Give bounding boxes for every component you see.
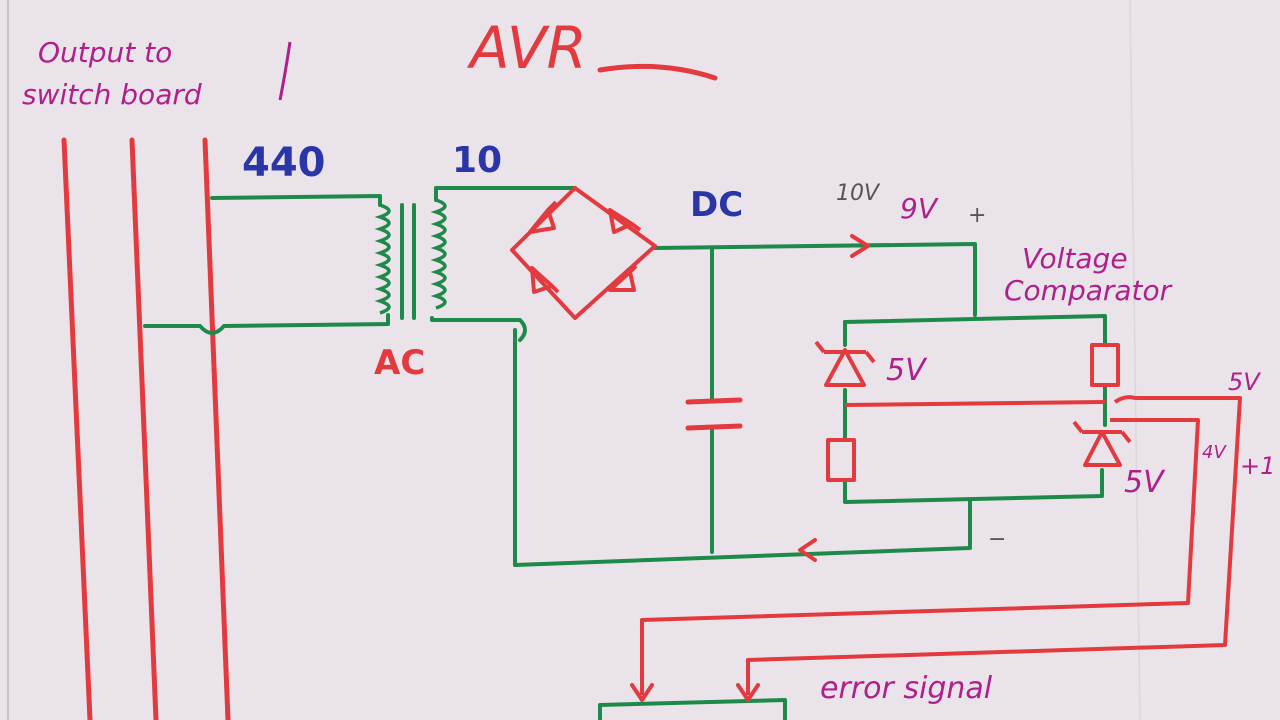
arrow-signal-2 xyxy=(736,683,760,702)
green-wiring xyxy=(143,186,1107,720)
title-underline-stroke xyxy=(597,63,718,81)
capacitor-plate-bottom xyxy=(685,423,743,431)
arrow-dc-return xyxy=(798,538,817,562)
output-note-line2: switch board xyxy=(22,78,202,111)
transformer-coils xyxy=(374,198,447,315)
primary-coil xyxy=(374,203,391,315)
resistor-left xyxy=(826,438,856,482)
plus-pencil-label: + xyxy=(968,203,986,228)
comparator-bottom-wire xyxy=(843,468,1104,504)
comparator-label-line2: Comparator xyxy=(1004,274,1173,307)
diode-3 xyxy=(530,266,560,294)
arrows xyxy=(630,234,870,702)
comparator-top-wire xyxy=(843,314,1107,347)
ten-volt-pencil-label: 10V xyxy=(836,181,881,206)
bridge-rectifier xyxy=(510,186,657,320)
secondary-voltage-label: 10 xyxy=(452,140,502,181)
comparator-label-line1: Voltage xyxy=(1022,242,1128,275)
primary-bottom-wire xyxy=(143,313,390,335)
nine-volt-label: 9V xyxy=(900,192,939,225)
zener-right-label: 5V xyxy=(1124,465,1166,500)
primary-top-wire xyxy=(210,194,382,207)
error-signal-label: error signal xyxy=(820,671,993,706)
dc-label: DC xyxy=(690,185,743,225)
title-text: AVR xyxy=(466,14,587,82)
paper-crease xyxy=(1129,0,1141,720)
arrow-signal-1 xyxy=(630,683,654,702)
right-4v-label: 4V xyxy=(1202,442,1227,463)
dc-positive-wire xyxy=(653,242,977,317)
output-note-stroke xyxy=(278,41,292,101)
signal-wire-outer xyxy=(746,395,1242,695)
zener-left-label: 5V xyxy=(886,353,928,388)
supply-lines xyxy=(61,137,231,720)
zener-left xyxy=(814,340,876,387)
signal-wire-inner xyxy=(640,418,1200,695)
diode-1 xyxy=(528,200,558,234)
ac-label: AC xyxy=(374,343,425,383)
output-note-line1: Output to xyxy=(38,36,172,69)
supply-line-3 xyxy=(202,137,231,720)
right-5v-label: 5V xyxy=(1228,368,1261,396)
diode-4 xyxy=(608,264,638,292)
supply-line-2 xyxy=(129,137,159,720)
zener-right xyxy=(1072,420,1132,467)
supply-line-1 xyxy=(61,137,93,720)
secondary-coil xyxy=(430,198,447,310)
dc-return-wire xyxy=(513,328,972,567)
resistor-right xyxy=(1090,343,1120,387)
secondary-bottom-wire xyxy=(430,316,527,342)
primary-voltage-label: 440 xyxy=(242,140,326,186)
minus-pencil-label: − xyxy=(988,527,1006,552)
capacitor-plate-top xyxy=(685,397,743,405)
comparator-mid-link xyxy=(844,400,1106,407)
secondary-top-wire xyxy=(434,186,577,202)
signal-wires xyxy=(640,395,1242,695)
arrow-dc-forward xyxy=(850,234,870,258)
diode-2 xyxy=(608,208,642,234)
output-box xyxy=(598,698,787,720)
capacitor xyxy=(685,397,743,431)
comparator-components xyxy=(814,340,1132,482)
right-plus1-label: +1 xyxy=(1240,452,1275,480)
